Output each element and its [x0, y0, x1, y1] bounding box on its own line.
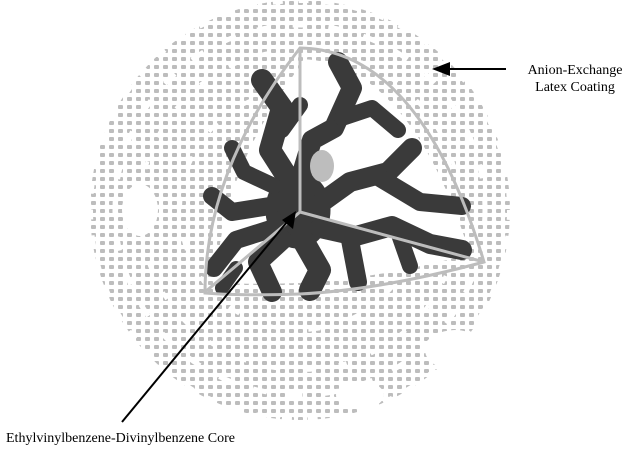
latex-coating-label-line1: Anion-Exchange [500, 62, 644, 79]
latex-coating-label: Anion-Exchange Latex Coating [500, 62, 644, 96]
latex-coating-label-line2: Latex Coating [500, 79, 644, 96]
pore-spot [310, 150, 334, 182]
core-label: Ethylvinylbenzene-Divinylbenzene Core [6, 430, 235, 447]
